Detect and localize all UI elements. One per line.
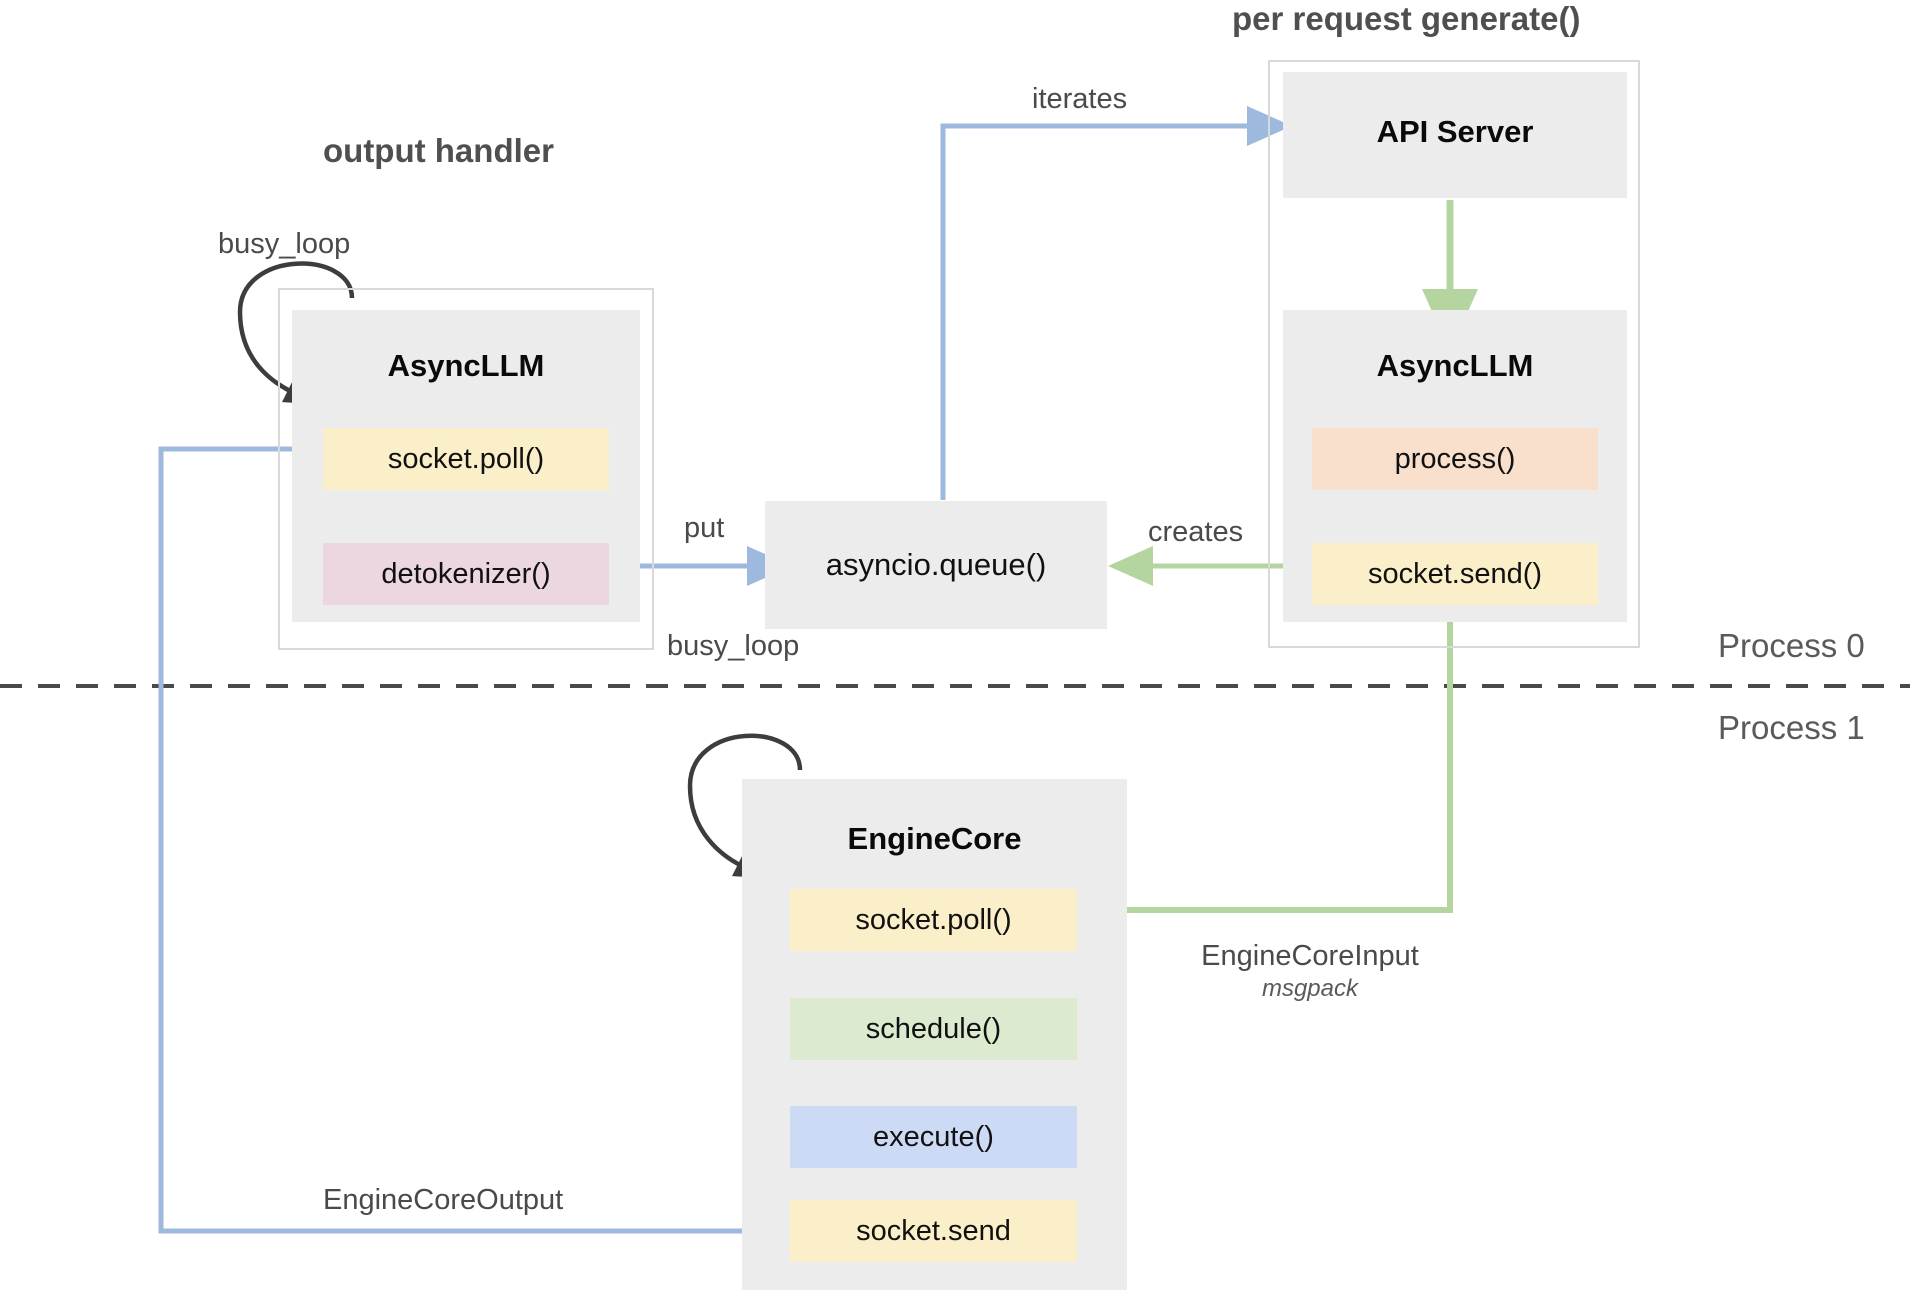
sub-box-process[interactable]: process(): [1312, 428, 1598, 490]
process-label-top: Process 0: [1718, 627, 1865, 664]
label-busy-loop-engine: busy_loop: [667, 630, 800, 662]
sub-box-engine-socket-send[interactable]: socket.send: [790, 1200, 1077, 1262]
node-asyncio-queue[interactable]: asyncio.queue(): [765, 501, 1107, 629]
label-engine-core-input-sub: msgpack: [1261, 975, 1359, 1002]
sub-box-engine-execute[interactable]: execute(): [790, 1106, 1077, 1168]
node-api-server[interactable]: API Server: [1283, 72, 1627, 198]
label-busy-loop-left: busy_loop: [218, 228, 351, 260]
node-title-engine-core: EngineCore: [847, 821, 1022, 856]
node-engine-core[interactable]: EngineCore socket.poll() schedule() exec…: [742, 779, 1127, 1290]
per-request-generate-container: [1268, 60, 1640, 648]
title-output-handler: output handler: [323, 132, 554, 169]
title-per-request-generate: per request generate(): [1232, 0, 1581, 37]
node-title-async-llm-right: AsyncLLM: [1376, 348, 1534, 383]
iterates-arrow: [940, 106, 1292, 500]
output-handler-container: [278, 288, 654, 650]
label-engine-core-input-group: EngineCoreInput msgpack: [1170, 940, 1450, 1003]
label-put: put: [684, 512, 725, 544]
sub-box-engine-schedule[interactable]: schedule(): [790, 998, 1077, 1060]
sub-box-detokenizer[interactable]: detokenizer(): [323, 543, 609, 605]
node-title-async-llm-left: AsyncLLM: [387, 348, 545, 383]
node-async-llm-left[interactable]: AsyncLLM socket.poll() detokenizer(): [292, 310, 640, 622]
label-iterates: iterates: [1032, 83, 1128, 115]
process-label-bottom: Process 1: [1718, 709, 1865, 746]
label-engine-core-output: EngineCoreOutput: [323, 1184, 564, 1216]
sub-box-engine-socket-poll[interactable]: socket.poll(): [790, 889, 1077, 951]
sub-box-socket-poll[interactable]: socket.poll(): [323, 428, 609, 490]
label-engine-core-input: EngineCoreInput: [1201, 940, 1419, 972]
label-creates: creates: [1148, 516, 1244, 548]
sub-box-socket-send-right[interactable]: socket.send(): [1312, 543, 1598, 605]
node-async-llm-right[interactable]: AsyncLLM process() socket.send(): [1283, 310, 1627, 622]
node-title-api-server: API Server: [1376, 114, 1534, 149]
